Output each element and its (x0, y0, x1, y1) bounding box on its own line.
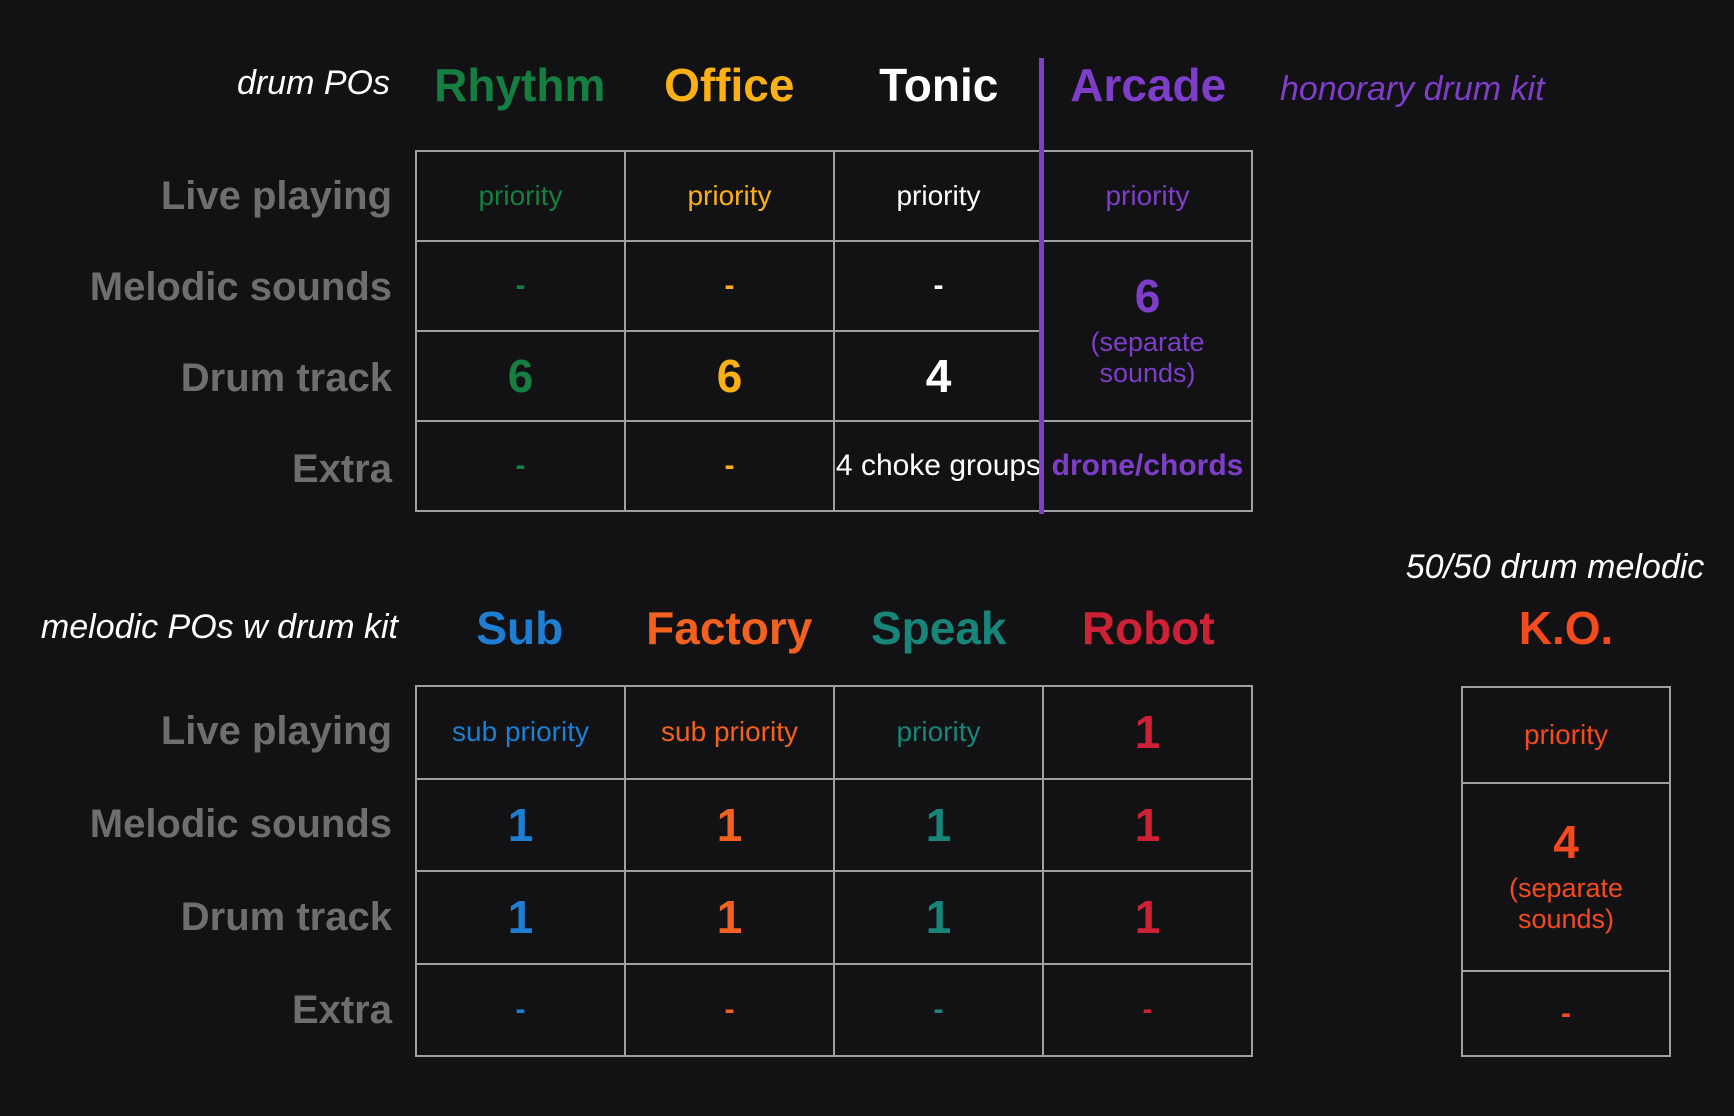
drum-pos-table: priority priority priority priority - - … (415, 150, 1253, 512)
cell-drum-sub: 1 (417, 872, 624, 963)
cell-live-factory: sub priority (626, 687, 833, 778)
cell-live-robot: 1 (1044, 687, 1251, 778)
cell-extra-factory: - (626, 964, 833, 1055)
caption-drum-pos: drum POs (236, 64, 390, 102)
cell-live-ko: priority (1463, 688, 1669, 782)
ko-sound-note: (separate sounds) (1508, 873, 1624, 934)
cell-drum-tonic: 4 (835, 332, 1042, 420)
row-label-drum-track: Drum track (180, 356, 392, 400)
cell-drum-robot: 1 (1044, 872, 1251, 963)
cell-arcade-merged: 6 (separate sounds) (1044, 242, 1251, 420)
cell-extra-office: - (626, 422, 833, 510)
note-honorary-drum-kit: honorary drum kit (1280, 70, 1545, 108)
header-ko: K.O. (1518, 602, 1614, 654)
cell-drum-speak: 1 (835, 872, 1042, 963)
arcade-sound-note: (separate sounds) (1090, 327, 1205, 388)
cell-extra-rhythm: - (417, 422, 624, 510)
header-sub: Sub (476, 602, 564, 654)
row-label-live-playing: Live playing (160, 174, 392, 218)
row-label-melodic-sounds: Melodic sounds (89, 265, 392, 309)
melodic-pos-table: sub priority sub priority priority 1 1 1… (415, 685, 1253, 1057)
header-factory: Factory (646, 602, 813, 654)
top-po-headers: Rhythm Office Tonic Arcade (415, 58, 1253, 112)
caption-5050-drum-melodic: 50/50 drum melodic (1405, 548, 1705, 586)
cell-live-speak: priority (835, 687, 1042, 778)
row-label-drum-track-2: Drum track (180, 895, 392, 939)
row-label-extra: Extra (291, 447, 392, 491)
row-label-live-playing-2: Live playing (160, 709, 392, 753)
cell-drum-office: 6 (626, 332, 833, 420)
ko-sound-count: 4 (1553, 816, 1579, 868)
cell-extra-ko: - (1463, 972, 1669, 1055)
cell-melodic-sub: 1 (417, 779, 624, 870)
cell-extra-robot: - (1044, 964, 1251, 1055)
cell-live-tonic: priority (835, 152, 1042, 240)
cell-ko-merged: 4 (separate sounds) (1463, 784, 1669, 970)
cell-melodic-tonic: - (835, 242, 1042, 330)
cell-live-sub: sub priority (417, 687, 624, 778)
cell-extra-arcade: drone/chords (1044, 422, 1251, 510)
cell-extra-sub: - (417, 964, 624, 1055)
cell-live-arcade: priority (1044, 152, 1251, 240)
cell-melodic-factory: 1 (626, 779, 833, 870)
header-speak: Speak (870, 602, 1007, 654)
bottom-po-headers: Sub Factory Speak Robot (415, 601, 1253, 655)
caption-melodic-pos: melodic POs w drum kit (40, 608, 398, 646)
arcade-divider-line (1039, 58, 1044, 514)
row-label-melodic-sounds-2: Melodic sounds (89, 802, 392, 846)
cell-melodic-speak: 1 (835, 779, 1042, 870)
cell-drum-factory: 1 (626, 872, 833, 963)
cell-extra-tonic: 4 choke groups (835, 422, 1042, 510)
header-robot: Robot (1081, 602, 1215, 654)
cell-melodic-office: - (626, 242, 833, 330)
cell-live-office: priority (626, 152, 833, 240)
header-arcade: Arcade (1070, 59, 1227, 111)
ko-table: priority 4 (separate sounds) - (1461, 686, 1671, 1057)
header-tonic: Tonic (879, 59, 999, 111)
cell-live-rhythm: priority (417, 152, 624, 240)
cell-melodic-rhythm: - (417, 242, 624, 330)
cell-extra-speak: - (835, 964, 1042, 1055)
cell-drum-rhythm: 6 (417, 332, 624, 420)
header-rhythm: Rhythm (434, 59, 606, 111)
row-label-extra-2: Extra (291, 988, 392, 1032)
header-office: Office (664, 59, 795, 111)
cell-melodic-robot: 1 (1044, 779, 1251, 870)
arcade-sound-count: 6 (1134, 270, 1161, 322)
